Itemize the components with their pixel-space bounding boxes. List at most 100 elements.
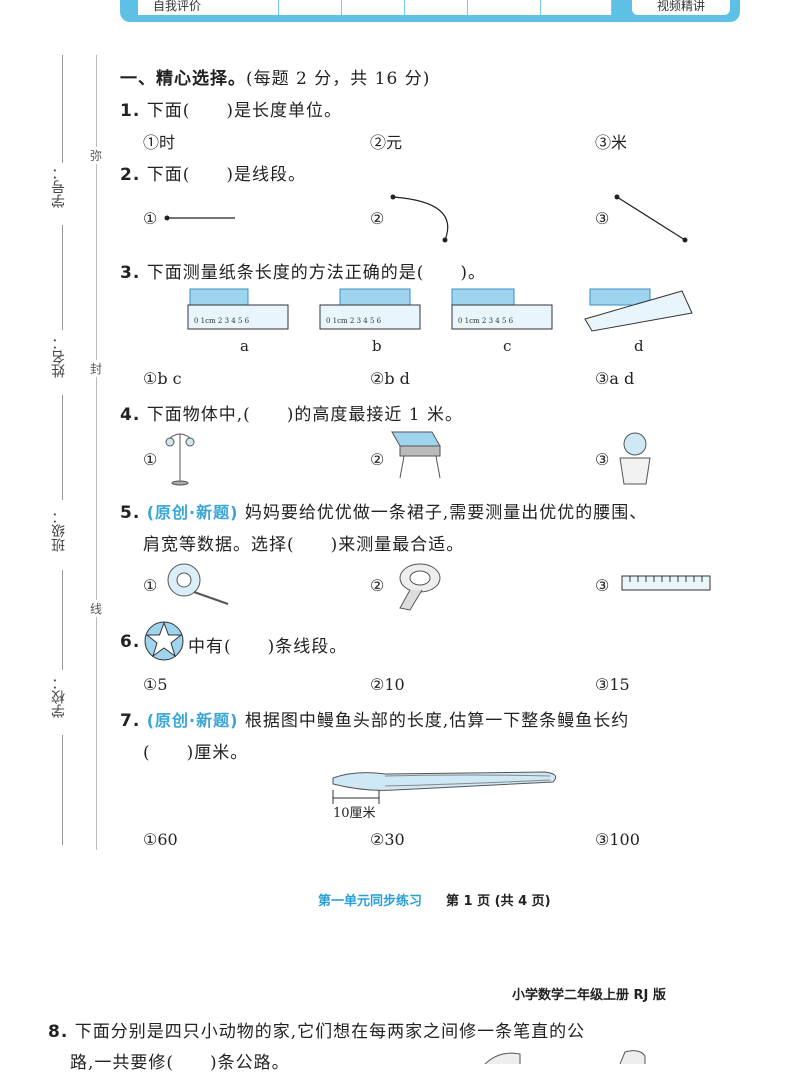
q1-option-2[interactable]: ②元 bbox=[370, 133, 403, 152]
q3-option-1[interactable]: ①b c bbox=[143, 369, 182, 388]
q7-number: 7. bbox=[120, 711, 141, 731]
q5-option-3[interactable]: ③ bbox=[595, 576, 610, 595]
curve-figure bbox=[390, 194, 449, 243]
house-icon bbox=[484, 1052, 521, 1064]
q2-option-3[interactable]: ③ bbox=[595, 209, 610, 228]
q2-option-2[interactable]: ② bbox=[370, 209, 385, 228]
eval-cell bbox=[216, 0, 279, 15]
q5-tag: (原创·新题) bbox=[146, 503, 239, 522]
school-line bbox=[62, 570, 63, 670]
svg-text:0 1cm 2 3 4 5 6: 0 1cm 2 3 4 5 6 bbox=[458, 317, 514, 325]
ruler-d bbox=[584, 288, 693, 332]
question-5: 5. (原创·新题) 妈妈要给优优做一条裙子,需要测量出优优的腰围、 bbox=[120, 498, 647, 523]
q7-option-1[interactable]: ①60 bbox=[143, 830, 178, 849]
q2-lines-figure bbox=[164, 194, 688, 243]
soft-tape-icon bbox=[399, 563, 441, 611]
eval-cell bbox=[405, 0, 468, 15]
q4-text: 下面物体中,( )的高度最接近 1 米。 bbox=[146, 405, 463, 425]
q7-text: 根据图中鳗鱼头部的长度,估算一下整条鳗鱼长约 bbox=[244, 711, 630, 731]
eval-cell bbox=[279, 0, 342, 15]
ruler-a-caption: a bbox=[240, 337, 249, 355]
name-label: 姓名： bbox=[51, 336, 67, 378]
class-label: 班级： bbox=[51, 510, 67, 552]
section-title: 一、精心选择。(每题 2 分，共 16 分) bbox=[120, 64, 430, 89]
section-score: (每题 2 分，共 16 分) bbox=[246, 69, 431, 89]
house-icon bbox=[619, 1050, 646, 1064]
school-line-2 bbox=[62, 735, 63, 845]
question-2: 2. 下面( )是线段。 bbox=[120, 160, 306, 185]
line-segment-figure bbox=[614, 194, 688, 243]
ruler-c: 0 1cm 2 3 4 5 6 bbox=[451, 288, 553, 330]
lamp-icon bbox=[165, 433, 195, 486]
ruler-a: 0 1cm 2 3 4 5 6 bbox=[187, 288, 289, 330]
svg-text:0 1cm 2 3 4 5 6: 0 1cm 2 3 4 5 6 bbox=[326, 317, 382, 325]
student-no-label: 学号： bbox=[51, 166, 67, 208]
q2-text: 下面( )是线段。 bbox=[146, 165, 306, 185]
q5-option-2[interactable]: ② bbox=[370, 576, 385, 595]
class-line bbox=[62, 395, 63, 500]
eel-figure bbox=[332, 771, 557, 804]
q5-number: 5. bbox=[120, 503, 141, 523]
q2-option-1[interactable]: ① bbox=[143, 209, 158, 228]
school-label: 学校： bbox=[51, 676, 67, 718]
q1-option-3[interactable]: ③米 bbox=[595, 133, 628, 152]
q3-option-2[interactable]: ②b d bbox=[370, 369, 410, 388]
desk-icon bbox=[391, 431, 441, 479]
q3-number: 3. bbox=[120, 263, 141, 283]
question-7: 7. (原创·新题) 根据图中鳗鱼头部的长度,估算一下整条鳗鱼长约 bbox=[120, 706, 629, 731]
q7-text-line2: ( )厘米。 bbox=[143, 743, 249, 763]
ruler-b: 0 1cm 2 3 4 5 6 bbox=[319, 288, 421, 330]
q5-option-1[interactable]: ① bbox=[143, 576, 158, 595]
binding-mark-2: 封 bbox=[90, 360, 103, 377]
q5-text: 妈妈要给优优做一条裙子,需要测量出优优的腰围、 bbox=[244, 503, 648, 523]
q5-text-line2: 肩宽等数据。选择( )来测量最合适。 bbox=[143, 535, 465, 555]
q7-tag: (原创·新题) bbox=[146, 711, 239, 730]
student-no-line bbox=[62, 55, 63, 163]
eel-head-length-label: 10厘米 bbox=[333, 806, 376, 821]
q8-number: 8. bbox=[48, 1022, 69, 1042]
q7-option-2[interactable]: ②30 bbox=[370, 830, 405, 849]
q4-option-3[interactable]: ③ bbox=[595, 450, 610, 469]
question-3: 3. 下面测量纸条长度的方法正确的是( )。 bbox=[120, 258, 486, 283]
q1-option-1[interactable]: ①时 bbox=[143, 133, 176, 152]
q6-option-1[interactable]: ①5 bbox=[143, 675, 168, 694]
q1-text: 下面( )是长度单位。 bbox=[146, 101, 342, 121]
q6-text: 中有( )条线段。 bbox=[188, 637, 348, 657]
section-heading: 一、精心选择。 bbox=[120, 69, 246, 89]
binding-mark-1: 弥 bbox=[90, 147, 103, 164]
q7-option-3[interactable]: ③100 bbox=[595, 830, 640, 849]
q8-text-line2: 路,一共要修( )条公路。 bbox=[70, 1053, 290, 1073]
eval-cell bbox=[468, 0, 541, 15]
q2-number: 2. bbox=[120, 165, 141, 185]
q5-tools-figure bbox=[167, 563, 711, 611]
question-6: 6. bbox=[120, 632, 140, 652]
video-label: 视频精讲 bbox=[632, 0, 730, 15]
question-1: 1. 下面( )是长度单位。 bbox=[120, 96, 342, 121]
self-eval-label: 自我评价 bbox=[138, 0, 216, 15]
q4-option-2[interactable]: ② bbox=[370, 450, 385, 469]
q4-objects-figure bbox=[165, 431, 651, 486]
q6-option-2[interactable]: ②10 bbox=[370, 675, 405, 694]
q3-text: 下面测量纸条长度的方法正确的是( )。 bbox=[146, 263, 486, 283]
segment-figure bbox=[164, 215, 235, 221]
name-line bbox=[62, 225, 63, 330]
ruler-icon bbox=[621, 575, 711, 591]
q6-number: 6. bbox=[120, 632, 141, 652]
q1-number: 1. bbox=[120, 101, 141, 121]
footer-page: 第 1 页 (共 4 页) bbox=[446, 894, 551, 909]
star-in-circle-figure bbox=[144, 621, 184, 661]
q6-option-3[interactable]: ③15 bbox=[595, 675, 630, 694]
footer-unit: 第一单元同步练习 bbox=[318, 894, 423, 909]
q4-option-1[interactable]: ① bbox=[143, 450, 158, 469]
animal-houses-figure bbox=[484, 1050, 646, 1064]
eval-cell bbox=[541, 0, 612, 15]
question-4: 4. 下面物体中,( )的高度最接近 1 米。 bbox=[120, 400, 463, 425]
ruler-c-caption: c bbox=[503, 337, 512, 355]
ruler-d-caption: d bbox=[634, 337, 644, 355]
q4-number: 4. bbox=[120, 405, 141, 425]
binding-mark-3: 线 bbox=[90, 600, 103, 617]
binding-line bbox=[96, 55, 97, 850]
q3-option-3[interactable]: ③a d bbox=[595, 369, 635, 388]
svg-text:0 1cm 2 3 4 5 6: 0 1cm 2 3 4 5 6 bbox=[194, 317, 250, 325]
q3-rulers-figure: 0 1cm 2 3 4 5 6 0 1cm 2 3 4 5 6 0 1cm 2 … bbox=[187, 288, 693, 332]
